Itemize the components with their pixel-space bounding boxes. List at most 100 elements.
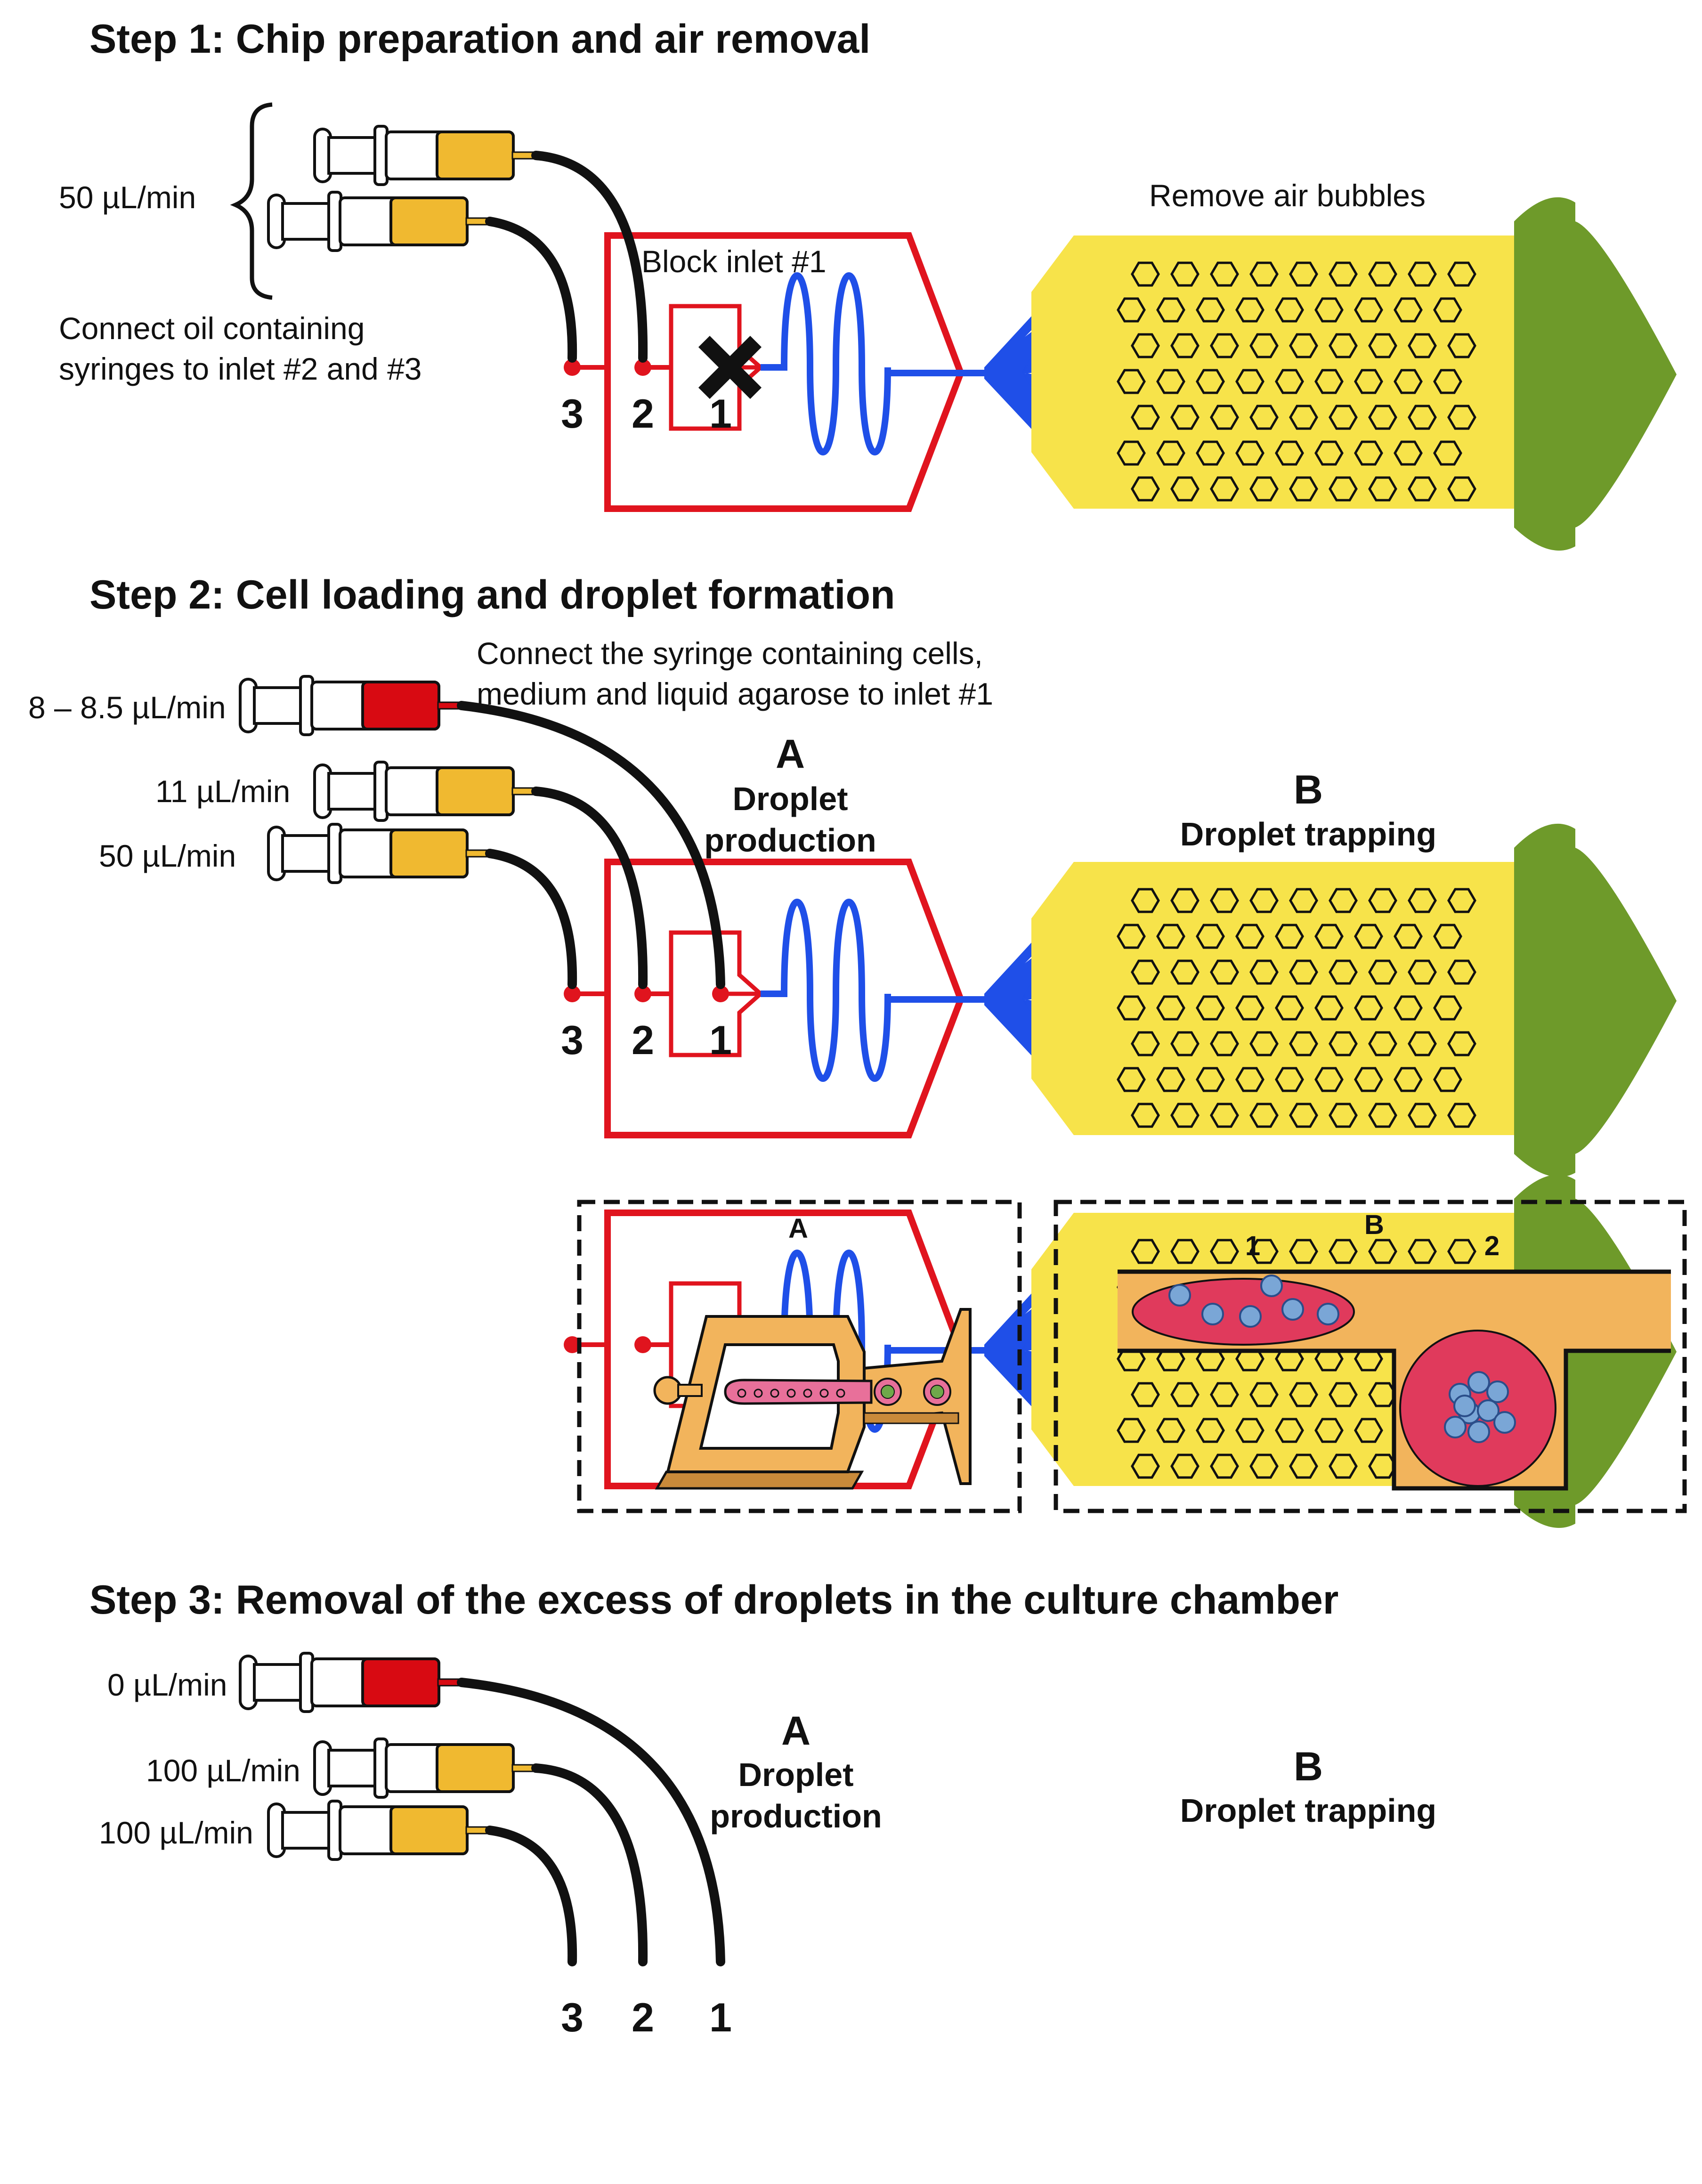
trap xyxy=(1447,888,1476,913)
trap xyxy=(1447,333,1476,358)
step2-syringe-inlet1-fluid xyxy=(361,681,440,731)
trap xyxy=(1314,297,1344,323)
step3-trapping-label: Droplet trapping xyxy=(1180,1792,1436,1829)
trap xyxy=(1235,1418,1264,1443)
trap xyxy=(1170,476,1200,502)
junction xyxy=(669,930,764,1057)
step2-letter-b: B xyxy=(1294,767,1323,812)
trap xyxy=(1210,1453,1239,1479)
inlet-number-1: 1 xyxy=(709,1995,732,2040)
trap xyxy=(1117,995,1146,1021)
cell xyxy=(1239,1305,1262,1328)
trap xyxy=(1354,297,1383,323)
trap xyxy=(1235,369,1264,394)
trap xyxy=(1433,369,1462,394)
trap xyxy=(1447,261,1476,287)
step1-syringe-inlet3-fluid xyxy=(389,196,469,246)
cell xyxy=(1493,1411,1516,1434)
inlet-number-3: 3 xyxy=(561,391,584,437)
trap xyxy=(1433,440,1462,466)
trap xyxy=(1329,333,1358,358)
inset-b-letter: B xyxy=(1364,1210,1384,1240)
trap xyxy=(1156,1067,1185,1092)
trap xyxy=(1235,924,1264,949)
inset-a: A xyxy=(577,1200,1022,1513)
inset-b-walls xyxy=(1118,1269,1671,1491)
inlet-number-2: 2 xyxy=(632,1018,654,1063)
trap xyxy=(1329,1031,1358,1056)
trap xyxy=(1131,1103,1160,1128)
trap xyxy=(1156,369,1185,394)
step3-syringe-inlet1-plunger-rod xyxy=(253,1663,303,1702)
trap xyxy=(1275,1418,1304,1443)
trap xyxy=(1275,297,1304,323)
trap xyxy=(1275,1067,1304,1092)
step1-instruction-line2: syringes to inlet #2 and #3 xyxy=(59,351,422,386)
trap xyxy=(1249,333,1279,358)
trap xyxy=(1329,1239,1358,1264)
inlet-number-2: 2 xyxy=(632,1995,654,2040)
trap xyxy=(1289,1103,1318,1128)
trap xyxy=(1196,1418,1225,1443)
trap xyxy=(1210,405,1239,430)
trap xyxy=(1170,1453,1200,1479)
trap xyxy=(1275,995,1304,1021)
trap xyxy=(1117,440,1146,466)
chip-outline xyxy=(604,232,964,512)
trap xyxy=(1117,1067,1146,1092)
trap xyxy=(1408,888,1437,913)
trap xyxy=(1170,1103,1200,1128)
trap xyxy=(1170,888,1200,913)
trap xyxy=(1131,959,1160,985)
cell xyxy=(1260,1275,1283,1297)
step2-tube-inlet2 xyxy=(531,787,648,989)
trap-array xyxy=(1117,261,1476,502)
trap xyxy=(1368,888,1397,913)
step1-instruction-line1: Connect oil containing xyxy=(59,311,365,346)
serpentine-channel xyxy=(761,272,984,455)
trap xyxy=(1447,1103,1476,1128)
step2-syringe-inlet2-plunger-rod xyxy=(327,772,377,811)
trap xyxy=(1433,297,1462,323)
trap xyxy=(1354,369,1383,394)
trap xyxy=(1394,924,1423,949)
trap xyxy=(1170,405,1200,430)
inset-a-beads xyxy=(737,1378,951,1406)
trap xyxy=(1131,1382,1160,1407)
trap xyxy=(1368,476,1397,502)
trap xyxy=(1210,261,1239,287)
trap xyxy=(1170,333,1200,358)
trap xyxy=(1196,369,1225,394)
step3-syringe-inlet3-fluid xyxy=(389,1805,469,1855)
step1-chamber-label: Remove air bubbles xyxy=(1149,178,1426,213)
trap xyxy=(1314,1067,1344,1092)
inset-b: B 1 2 xyxy=(1054,1200,1687,1513)
cell xyxy=(1453,1395,1476,1417)
inset-b-label-2: 2 xyxy=(1484,1231,1499,1261)
step1-syringe-inlet3-plunger-rod xyxy=(281,202,331,241)
trap xyxy=(1210,333,1239,358)
inlet-1-port xyxy=(712,985,729,1002)
trap-array xyxy=(1117,888,1476,1128)
trap xyxy=(1275,924,1304,949)
trap xyxy=(1368,1239,1397,1264)
trap xyxy=(1289,1031,1318,1056)
trap xyxy=(1131,333,1160,358)
trap xyxy=(1210,1103,1239,1128)
trap xyxy=(1249,1103,1279,1128)
trap xyxy=(1170,959,1200,985)
trap xyxy=(1368,333,1397,358)
inlet-3-port xyxy=(564,1336,581,1353)
inset-a-letter: A xyxy=(788,1213,808,1244)
trap xyxy=(1131,476,1160,502)
trap xyxy=(1368,1103,1397,1128)
trap xyxy=(1156,440,1185,466)
trap xyxy=(1314,924,1344,949)
trap xyxy=(1170,1239,1200,1264)
step3-syringe-inlet2-fluid xyxy=(436,1743,515,1793)
step2-tube-inlet1 xyxy=(457,701,725,989)
inlet-3-port xyxy=(564,985,581,1002)
step2-syringe-inlet2-fluid xyxy=(436,766,515,816)
trap xyxy=(1329,1382,1358,1407)
trap xyxy=(1447,1031,1476,1056)
